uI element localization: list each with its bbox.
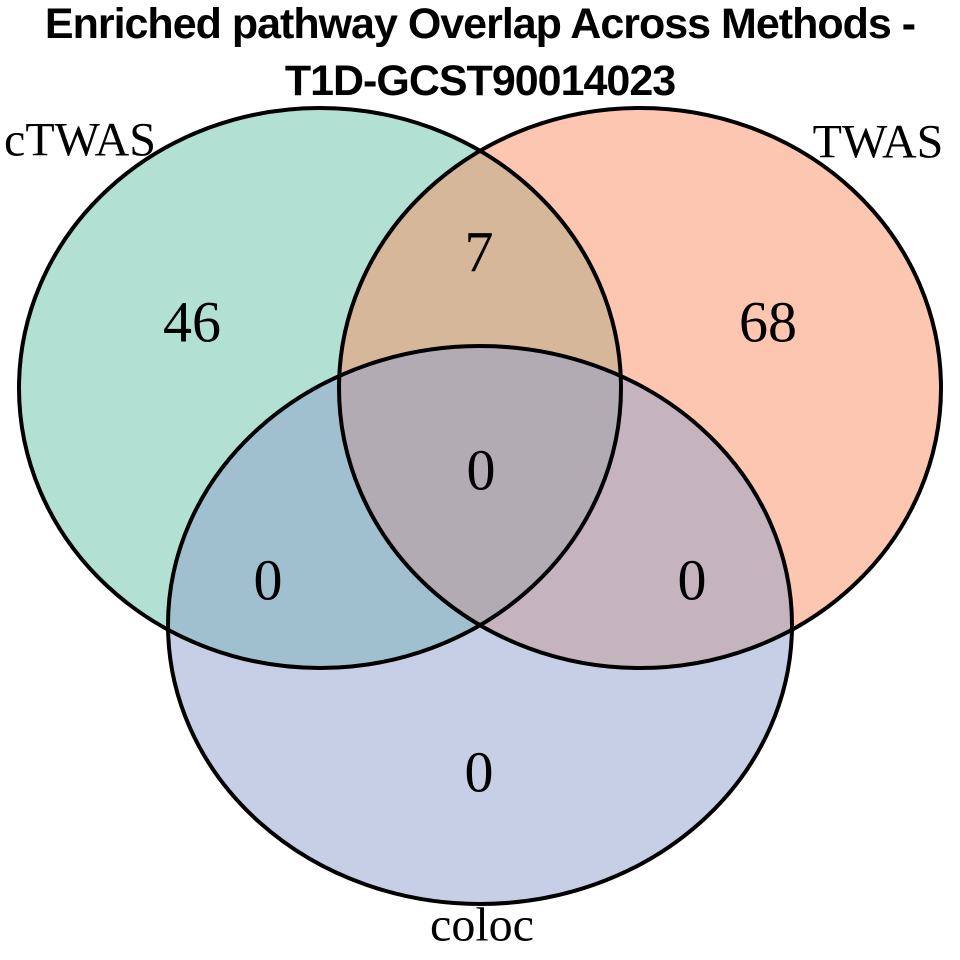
set-label-ctwas: cTWAS <box>4 113 156 167</box>
count-ctwas-only: 46 <box>163 289 221 355</box>
count-twas-coloc: 0 <box>677 547 707 613</box>
venn-fills <box>19 108 941 904</box>
venn-outlines <box>17 106 943 906</box>
chart-title-line1: Enriched pathway Overlap Across Methods … <box>44 0 916 48</box>
count-coloc-only: 0 <box>464 739 494 805</box>
set-label-coloc: coloc <box>430 898 534 952</box>
count-all-three: 0 <box>466 437 496 503</box>
count-ctwas-twas: 7 <box>464 219 494 285</box>
chart-title: Enriched pathway Overlap Across Methods … <box>0 0 960 110</box>
count-twas-only: 68 <box>739 289 797 355</box>
chart-title-line2: T1D-GCST90014023 <box>284 57 676 105</box>
set-label-twas: TWAS <box>812 115 944 169</box>
coloc-circle-outline <box>166 344 794 906</box>
ctwas-circle-outline <box>17 106 623 670</box>
twas-circle-outline <box>337 106 943 670</box>
count-ctwas-coloc: 0 <box>253 547 283 613</box>
